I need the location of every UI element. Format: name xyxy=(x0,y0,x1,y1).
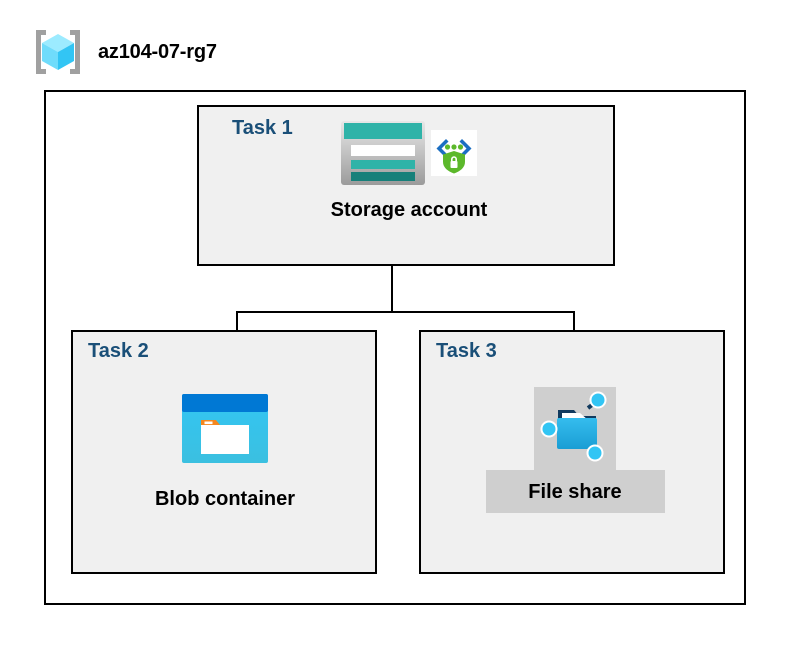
node-file-share: File share xyxy=(485,387,665,513)
storage-account-caption: Storage account xyxy=(330,199,488,221)
resource-group-header: az104-07-rg7 xyxy=(30,26,217,78)
task-2-label: Task 2 xyxy=(88,340,149,362)
storage-account-icon xyxy=(341,120,425,190)
task-3-box: Task 3 xyxy=(419,330,725,574)
blob-container-caption: Blob container xyxy=(154,488,295,510)
connector-horizontal-bus xyxy=(236,311,575,313)
file-share-caption-plate: File share xyxy=(485,470,665,513)
task-3-label: Task 3 xyxy=(436,340,497,362)
file-share-highlight-plate xyxy=(534,387,616,471)
node-blob-container: Blob container xyxy=(123,394,327,509)
resource-group-cube-icon xyxy=(30,26,86,78)
connector-storage-trunk xyxy=(391,266,393,313)
node-storage-account: Storage account xyxy=(299,120,519,221)
task-1-box: Task 1 xyxy=(197,105,615,266)
secure-endpoint-shield-icon xyxy=(431,129,477,181)
file-share-caption: File share xyxy=(528,480,622,503)
file-share-icon xyxy=(536,388,614,471)
blob-container-icon xyxy=(182,394,268,468)
task-2-box: Task 2 xyxy=(71,330,377,574)
task-1-label: Task 1 xyxy=(232,117,293,139)
resource-group-name: az104-07-rg7 xyxy=(98,40,217,63)
storage-account-icon-group xyxy=(341,120,477,190)
